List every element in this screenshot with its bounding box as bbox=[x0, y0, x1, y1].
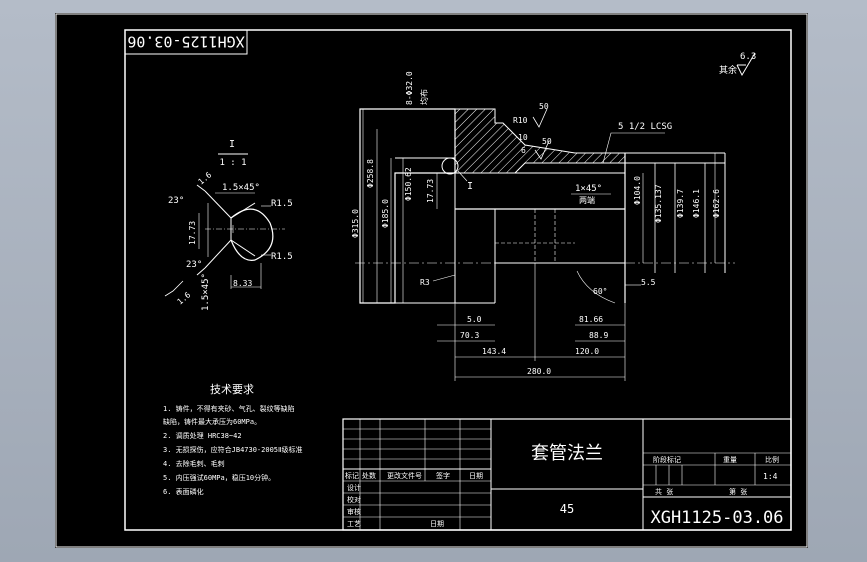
detail-chamfer-bottom: 1.5×45° bbox=[201, 273, 211, 311]
dim-889: 88.9 bbox=[589, 331, 608, 340]
date-label: 日期 bbox=[430, 520, 444, 528]
dim-d315: Φ315.0 bbox=[351, 209, 360, 238]
dim-d135: Φ135.137 bbox=[654, 184, 663, 223]
roughness-50-mid: 50 bbox=[542, 137, 552, 146]
dim-d258: Φ258.8 bbox=[366, 159, 375, 188]
detail-angle-top: 23° bbox=[168, 196, 184, 206]
dim-703: 70.3 bbox=[460, 331, 479, 340]
roughness-value: 6.3 bbox=[740, 52, 756, 62]
weight-label: 重量 bbox=[723, 456, 737, 464]
dim-d185: Φ185.0 bbox=[381, 199, 390, 228]
rev-header-count: 处数 bbox=[362, 471, 376, 480]
detail-title: I bbox=[229, 139, 235, 150]
rev-header-mark: 标记 bbox=[345, 471, 359, 480]
sheet-number: 第 张 bbox=[729, 487, 747, 496]
sheet-outer-frame bbox=[55, 13, 808, 548]
detail-scale: 1 : 1 bbox=[219, 158, 246, 168]
roughness-50-top: 50 bbox=[539, 102, 549, 111]
dim-d146: Φ146.1 bbox=[692, 189, 701, 218]
role-process: 工艺 bbox=[347, 520, 361, 528]
detail-depth: 8.33 bbox=[233, 279, 252, 288]
dim-d104: Φ104.0 bbox=[633, 176, 642, 205]
tech-line-4: 3. 无损探伤，应符合JB4730-2005Ⅱ级标准 bbox=[163, 445, 302, 454]
detail-view-i: I 1 : 1 1.6 1.5×45° 23° R1.5 17.73 23° R… bbox=[164, 139, 293, 311]
part-name: 套管法兰 bbox=[531, 443, 603, 464]
title-block: 标记 处数 更改文件号 签字 日期 设计 校对 审核 工艺 日期 套管法兰 45… bbox=[342, 418, 792, 531]
scale-value: 1:4 bbox=[763, 472, 778, 481]
role-check: 校对 bbox=[347, 495, 361, 504]
roughness-symbol: 其余 6.3 bbox=[719, 52, 756, 77]
tech-line-1: 1. 铸件，不得有夹砂、气孔、裂纹等缺陷 bbox=[163, 404, 295, 413]
dim-8166: 81.66 bbox=[579, 315, 603, 324]
dim-5: 5.0 bbox=[467, 315, 482, 324]
tech-line-3: 2. 调质处理 HRC38~42 bbox=[163, 431, 242, 440]
dim-2800: 280.0 bbox=[527, 367, 551, 376]
section-hatch bbox=[454, 108, 626, 174]
thread-label: 5 1/2 LCSG bbox=[618, 122, 672, 132]
role-design: 设计 bbox=[347, 483, 361, 492]
detail-radius-top: R1.5 bbox=[271, 199, 293, 209]
dim-d162: Φ162.6 bbox=[712, 189, 721, 218]
detail-groove-outline bbox=[204, 190, 232, 269]
rotated-drawing-number: XGH1125-03.06 bbox=[127, 33, 244, 51]
dim-1434: 143.4 bbox=[482, 347, 506, 356]
material: 45 bbox=[560, 502, 574, 516]
detail-roughness-bottom: 1.6 bbox=[176, 290, 193, 306]
sheet-border bbox=[124, 29, 792, 531]
tech-line-6: 5. 内压强试60MPa，稳压10分钟。 bbox=[163, 473, 275, 482]
rotated-number-box: XGH1125-03.06 bbox=[124, 29, 248, 55]
detail-roughness-top: 1.6 bbox=[197, 170, 214, 186]
rev-header-doc: 更改文件号 bbox=[387, 471, 422, 480]
val-55-label: 5.5 bbox=[641, 278, 656, 287]
dim-d150: Φ150.62 bbox=[404, 167, 413, 201]
drawing-sheet: XGH1125-03.06 其余 6.3 I 1 : 1 1.6 1.5×45°… bbox=[55, 13, 808, 548]
roughness-other-label: 其余 bbox=[719, 64, 737, 76]
val-10-label: 10 bbox=[518, 133, 528, 142]
chamfer-label: 1×45° bbox=[575, 184, 602, 194]
scale-label: 比例 bbox=[765, 455, 779, 464]
val-6-label: 6 bbox=[521, 146, 526, 155]
tech-title: 技术要求 bbox=[210, 383, 254, 396]
engineering-drawing: XGH1125-03.06 其余 6.3 I 1 : 1 1.6 1.5×45°… bbox=[55, 13, 808, 548]
chamfer-note: 两端 bbox=[579, 195, 595, 205]
sheets-total: 共 张 bbox=[655, 487, 673, 496]
detail-ref-label: I bbox=[467, 181, 473, 192]
r10-label: R10 bbox=[513, 116, 528, 125]
rev-header-date: 日期 bbox=[469, 472, 483, 480]
keyway-note: 均布 bbox=[419, 89, 429, 105]
tech-line-2: 缺陷，铸件最大承压为60MPa。 bbox=[163, 417, 261, 426]
tech-requirements: 技术要求 1. 铸件，不得有夹砂、气孔、裂纹等缺陷 缺陷，铸件最大承压为60MP… bbox=[163, 383, 302, 496]
main-section-view: I 5 1/2 LCSG 50 50 R10 10 6 8-Φ32.0 均布 1… bbox=[351, 71, 735, 381]
drawing-number: XGH1125-03.06 bbox=[650, 508, 783, 528]
detail-radius-bottom: R1.5 bbox=[271, 252, 293, 262]
tech-line-5: 4. 去除毛刺、毛刺 bbox=[163, 459, 225, 468]
detail-chamfer-top: 1.5×45° bbox=[222, 183, 260, 193]
rev-header-sign: 签字 bbox=[436, 471, 450, 480]
detail-height: 17.73 bbox=[188, 221, 197, 245]
detail-marker-circle bbox=[441, 157, 459, 175]
keyway-label: 8-Φ32.0 bbox=[405, 71, 414, 105]
detail-angle-bottom: 23° bbox=[186, 260, 202, 270]
r3-label: R3 bbox=[420, 278, 430, 287]
role-review: 审核 bbox=[347, 507, 361, 516]
dim-d139: Φ139.7 bbox=[676, 189, 685, 218]
part-outline bbox=[359, 108, 456, 304]
dim-1200: 120.0 bbox=[575, 347, 599, 356]
angle-60-label: 60° bbox=[593, 287, 607, 296]
dim-h1773: 17.73 bbox=[426, 179, 435, 203]
tech-line-7: 6. 表面磷化 bbox=[163, 487, 204, 496]
stage-mark-label: 阶段标记 bbox=[653, 455, 681, 464]
